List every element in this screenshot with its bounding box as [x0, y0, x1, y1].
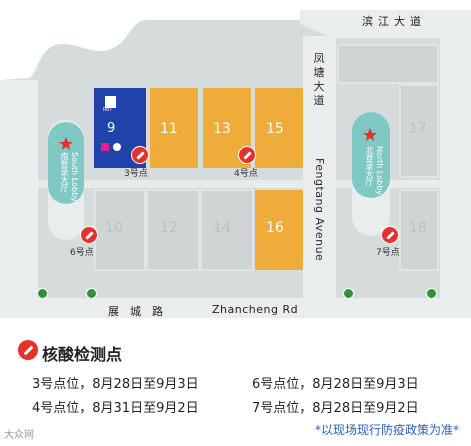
north-lobby-label-cn: 北登录大厅 — [365, 146, 374, 186]
hall-18-label: 18 — [409, 220, 427, 236]
north-star-icon — [363, 128, 377, 141]
fengtang-road-label-cn: 凤 塘 大 道 — [313, 52, 325, 107]
policy-note: *以现场现行防疫政策为准* — [314, 423, 459, 437]
schedule-entry: 7号点位，8月28日至9月2日 — [252, 401, 419, 416]
hall-16-label: 16 — [266, 220, 284, 236]
hall-12-block — [146, 189, 200, 271]
point-3-pin-icon[interactable] — [131, 146, 149, 164]
hall-15-label: 15 — [266, 121, 284, 137]
south-lobby-label-cn: 南登录大厅 — [60, 152, 69, 192]
hall-12-label: 12 — [160, 220, 178, 236]
metro-icon — [343, 288, 354, 299]
point-4-pin-icon[interactable] — [238, 146, 256, 164]
hall-16-block — [255, 190, 303, 270]
point-4-label: 4号点 — [234, 169, 258, 179]
metro-icon — [426, 288, 437, 299]
hall-14-block — [200, 189, 254, 271]
point-7-label: 7号点 — [376, 248, 400, 258]
binjiang-road-label: 滨江大道 — [362, 15, 426, 28]
schedule-entry: 3号点位，8月28日至9月3日 — [32, 377, 199, 392]
hall-13-label: 13 — [213, 121, 231, 137]
hall-15-block — [255, 88, 303, 168]
hall-10-label: 10 — [105, 220, 123, 236]
hall-17-label: 17 — [409, 121, 427, 137]
hall-17-block — [399, 84, 439, 178]
venue-map: 滨江大道 凤 塘 大 道 Fengtang Avenue 展 城 路 Zhanc… — [0, 0, 471, 330]
north-lobby-label-en: North Lobby — [375, 146, 384, 196]
hall-14-label: 14 — [213, 220, 231, 236]
metro-icon — [86, 288, 97, 299]
hall-11-block — [150, 88, 198, 168]
binjiang-road — [300, 10, 471, 38]
schedule-entry: 6号点位，8月28日至9月3日 — [252, 377, 419, 392]
fengtang-avenue — [303, 36, 336, 318]
south-star-icon — [59, 137, 73, 150]
zhancheng-road-label-en: Zhancheng Rd — [212, 303, 299, 316]
watermark: 大众网 — [4, 430, 34, 441]
map-graphic — [0, 0, 471, 330]
river-bank — [0, 0, 471, 80]
fengtang-road-label-en: Fengtang Avenue — [313, 158, 326, 262]
legend-title: 核酸检测点 — [42, 345, 123, 364]
hall-9-logo: RoT — [103, 107, 113, 113]
hall-9-label: 9 — [107, 121, 116, 136]
point-3-label: 3号点 — [124, 169, 148, 179]
hall-11-label: 11 — [160, 121, 178, 137]
zhancheng-road — [0, 298, 471, 320]
point-6-label: 6号点 — [70, 248, 94, 258]
zhancheng-road-label-cn: 展 城 路 — [108, 305, 163, 318]
point-7-pin-icon[interactable] — [381, 226, 399, 244]
legend-pin-icon — [18, 340, 38, 360]
hall-18-block — [399, 189, 439, 271]
metro-icon — [37, 288, 48, 299]
schedule-entry: 4号点位，8月31日至9月2日 — [32, 401, 199, 416]
point-6-pin-icon[interactable] — [80, 226, 98, 244]
south-lobby-label-en: South Lobby — [70, 152, 79, 202]
